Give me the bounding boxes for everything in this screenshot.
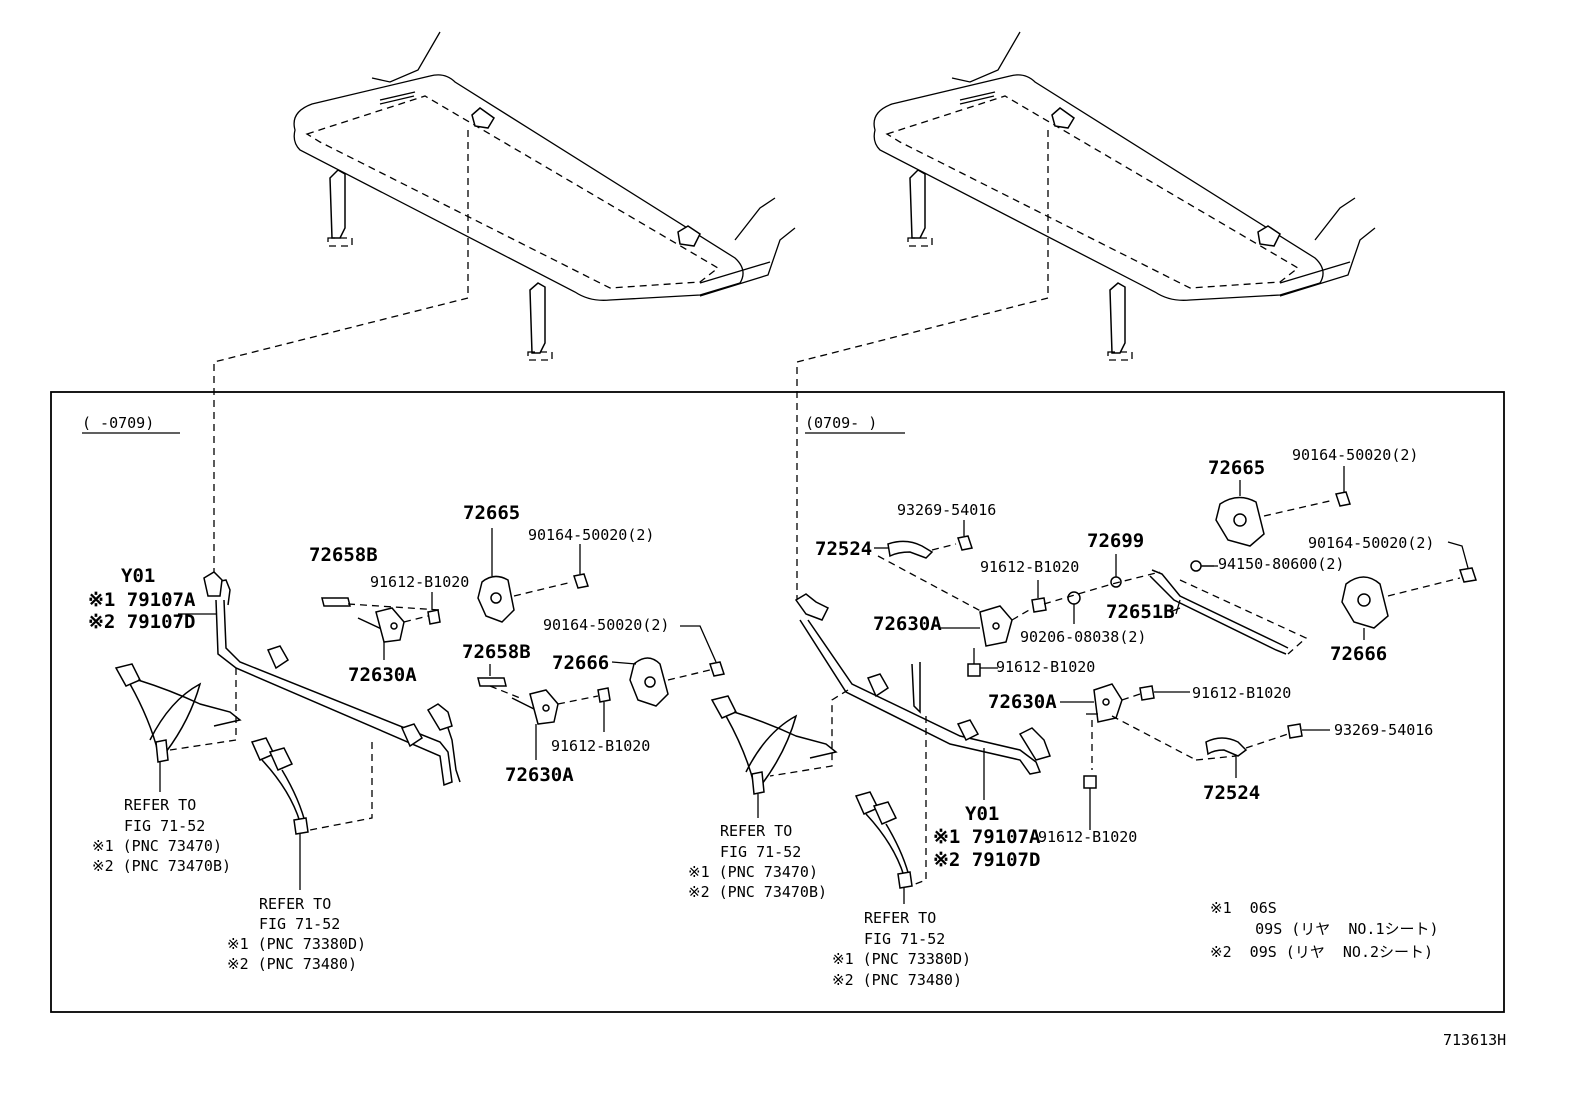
left-refer-1-line-2: FIG 71-52 — [124, 817, 205, 835]
right-label-94150: 94150-80600(2) — [1218, 555, 1344, 573]
right-refer-2-line-4: ※2 (PNC 73480) — [832, 971, 962, 989]
left-refer-2-line-1: REFER TO — [259, 895, 331, 913]
right-label-93269-b: 93269-54016 — [1334, 721, 1433, 739]
figure-id: 713613H — [1443, 1031, 1506, 1049]
right-refer-2: REFER TO FIG 71-52 ※1 (PNC 73380D) ※2 (P… — [832, 909, 971, 989]
right-label-90164-b: 90164-50020(2) — [1308, 534, 1434, 552]
left-panel-drawing — [114, 528, 725, 890]
left-label-90164-b: 90164-50020(2) — [543, 616, 669, 634]
right-label-90206: 90206-08038(2) — [1020, 628, 1146, 646]
right-panel-drawing — [710, 466, 1477, 904]
diagram-frame — [50, 391, 1505, 1013]
right-label-90164-a: 90164-50020(2) — [1292, 446, 1418, 464]
right-refer-1-line-4: ※2 (PNC 73470B) — [688, 883, 827, 901]
right-label-72630A-a: 72630A — [873, 613, 942, 635]
right-label-72699: 72699 — [1087, 530, 1144, 552]
left-refer-1-line-1: REFER TO — [124, 796, 196, 814]
right-label-79107D: ※2 79107D — [933, 849, 1040, 871]
right-refer-1-line-3: ※1 (PNC 73470) — [688, 863, 818, 881]
right-label-91612-c: 91612-B1020 — [1192, 684, 1291, 702]
legend-line-3: ※2 09S (リヤ NO.2シート) — [1210, 943, 1433, 961]
right-label-93269-a: 93269-54016 — [897, 501, 996, 519]
right-label-72524-a: 72524 — [815, 538, 872, 560]
left-label-91612-a: 91612-B1020 — [370, 573, 469, 591]
right-refer-1-line-1: REFER TO — [720, 822, 792, 840]
left-label-72658B-a: 72658B — [309, 544, 378, 566]
right-label-72524-b: 72524 — [1203, 782, 1260, 804]
left-refer-1-line-4: ※2 (PNC 73470B) — [92, 857, 231, 875]
left-range-heading: ( -0709) — [82, 414, 154, 432]
seat-frame-left — [213, 31, 796, 580]
right-label-91612-d: 91612-B1020 — [1038, 828, 1137, 846]
right-label-Y01: Y01 — [965, 803, 999, 825]
right-label-91612-b: 91612-B1020 — [996, 658, 1095, 676]
right-refer-2-line-2: FIG 71-52 — [864, 930, 945, 948]
left-label-72666: 72666 — [552, 652, 609, 674]
left-refer-1-line-3: ※1 (PNC 73470) — [92, 837, 222, 855]
left-label-91612-b: 91612-B1020 — [551, 737, 650, 755]
right-label-91612-a: 91612-B1020 — [980, 558, 1079, 576]
right-refer-2-line-3: ※1 (PNC 73380D) — [832, 950, 971, 968]
variant-legend: ※1 06S 09S (リヤ NO.1シート) ※2 09S (リヤ NO.2シ… — [1210, 899, 1439, 961]
right-label-72630A-b: 72630A — [988, 691, 1057, 713]
left-refer-2-line-4: ※2 (PNC 73480) — [227, 955, 357, 973]
right-refer-1-line-2: FIG 71-52 — [720, 843, 801, 861]
left-label-72658B-b: 72658B — [462, 641, 531, 663]
left-refer-2-line-2: FIG 71-52 — [259, 915, 340, 933]
right-range-heading: (0709- ) — [805, 414, 877, 432]
left-label-72630A-a: 72630A — [348, 664, 417, 686]
right-label-79107A: ※1 79107A — [933, 826, 1041, 848]
right-refer-1: REFER TO FIG 71-52 ※1 (PNC 73470) ※2 (PN… — [688, 822, 827, 901]
right-label-72651B: 72651B — [1106, 601, 1175, 623]
right-label-72666: 72666 — [1330, 643, 1387, 665]
left-label-72630A-b: 72630A — [505, 764, 574, 786]
left-label-79107A: ※1 79107A — [88, 589, 196, 611]
legend-line-1: ※1 06S — [1210, 899, 1277, 917]
right-label-72665: 72665 — [1208, 457, 1265, 479]
right-refer-2-line-1: REFER TO — [864, 909, 936, 927]
left-label-79107D: ※2 79107D — [88, 611, 195, 633]
seat-frame-right — [796, 31, 1376, 600]
legend-line-2: 09S (リヤ NO.1シート) — [1210, 920, 1439, 938]
left-label-90164-a: 90164-50020(2) — [528, 526, 654, 544]
left-label-72665: 72665 — [463, 502, 520, 524]
left-refer-1: REFER TO FIG 71-52 ※1 (PNC 73470) ※2 (PN… — [92, 796, 231, 875]
left-label-Y01: Y01 — [121, 565, 155, 587]
left-refer-2-line-3: ※1 (PNC 73380D) — [227, 935, 366, 953]
left-refer-2: REFER TO FIG 71-52 ※1 (PNC 73380D) ※2 (P… — [227, 895, 366, 973]
